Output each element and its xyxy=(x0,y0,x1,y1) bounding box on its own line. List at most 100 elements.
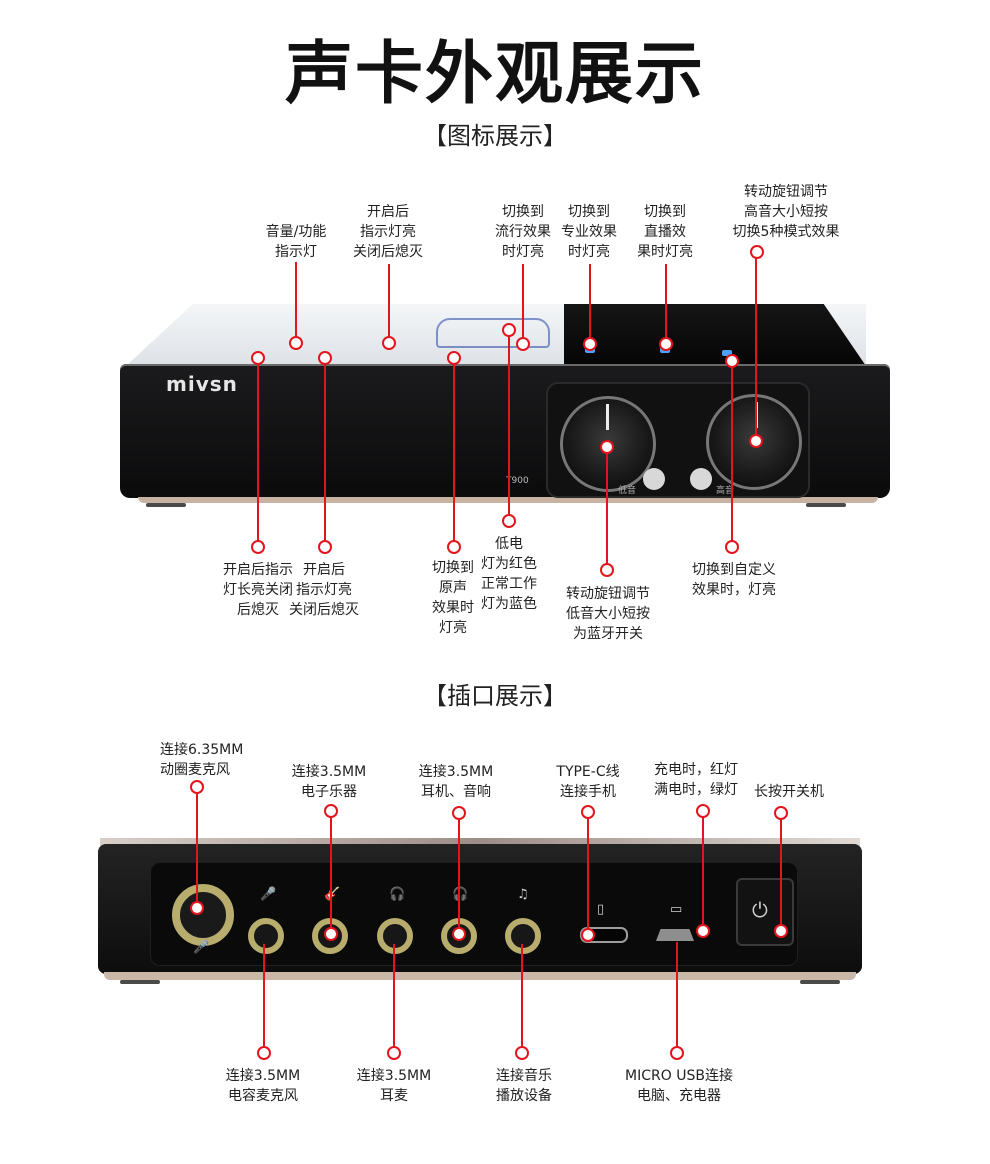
device-foot xyxy=(806,503,846,507)
callout-treble-knob: 转动旋钮调节高音大小短按切换5种模式效果 xyxy=(732,184,840,240)
callout-dot xyxy=(452,927,466,941)
jack-6-35-mic[interactable] xyxy=(172,884,234,946)
brand-logo: mivsn xyxy=(166,372,238,396)
callout-live: 切换到直播效果时灯亮 xyxy=(637,204,693,260)
device-top-dark xyxy=(564,304,866,366)
callout-volume: 音量/功能指示灯 xyxy=(265,224,327,260)
callout-dot xyxy=(447,540,461,554)
leader-line xyxy=(324,363,326,541)
back-top-edge xyxy=(100,838,860,846)
leader-line xyxy=(295,262,297,338)
display-logo-icon xyxy=(436,318,550,348)
port-panel xyxy=(150,862,798,966)
callout-microusb: MICRO USB连接电脑、充电器 xyxy=(625,1068,733,1104)
model-label: T900 xyxy=(506,476,529,486)
leader-line xyxy=(702,816,704,928)
callout-dot xyxy=(516,337,530,351)
headset-icon: 🎧 xyxy=(452,887,469,902)
callout-dot xyxy=(725,540,739,554)
leader-line xyxy=(508,335,510,515)
jack-music-in[interactable] xyxy=(505,918,541,954)
back-rim xyxy=(104,972,856,980)
leader-line xyxy=(521,944,523,1046)
leader-line xyxy=(458,818,460,930)
callout-dot xyxy=(257,1046,271,1060)
treble-button[interactable] xyxy=(690,468,712,490)
device-foot xyxy=(800,980,840,984)
jack-earmic[interactable] xyxy=(377,918,413,954)
mic-icon: 🎤 xyxy=(193,940,210,955)
callout-dot xyxy=(696,924,710,938)
callout-dot xyxy=(774,924,788,938)
callout-dot xyxy=(750,245,764,259)
leader-line xyxy=(731,366,733,542)
leader-line xyxy=(388,264,390,338)
callout-dot xyxy=(749,434,763,448)
mic-icon: 🎤 xyxy=(260,887,277,902)
callout-led1: 开启后指示灯长亮关闭后熄灭 xyxy=(223,562,293,618)
music-icon: ♫ xyxy=(517,887,529,902)
callout-power-led: 开启后指示灯亮关闭后熄灭 xyxy=(353,204,423,260)
leader-line xyxy=(453,363,455,541)
phone-icon: ▯ xyxy=(597,902,605,917)
micro-usb-port[interactable] xyxy=(656,929,694,941)
leader-line xyxy=(196,792,198,904)
power-icon: ⏻ xyxy=(752,898,768,922)
callout-dot xyxy=(502,514,516,528)
callout-dot xyxy=(251,540,265,554)
callout-pro: 切换到专业效果时灯亮 xyxy=(561,204,617,260)
headphone-icon: 🎧 xyxy=(389,887,406,902)
callout-dot xyxy=(387,1046,401,1060)
treble-label: 高音 xyxy=(716,486,735,496)
callout-dot xyxy=(324,927,338,941)
callout-dot xyxy=(670,1046,684,1060)
callout-dot xyxy=(583,337,597,351)
device-foot xyxy=(120,980,160,984)
leader-line xyxy=(587,817,589,931)
leader-line xyxy=(665,264,667,340)
callout-original: 切换到原声效果时灯亮 xyxy=(432,560,474,636)
callout-typec: TYPE-C线连接手机 xyxy=(556,764,620,800)
callout-battery: 低电灯为红色正常工作灯为蓝色 xyxy=(481,536,537,612)
jack-condenser-mic[interactable] xyxy=(248,918,284,954)
callout-dot xyxy=(318,540,332,554)
callout-dot xyxy=(190,901,204,915)
page-title: 声卡外观展示 xyxy=(284,35,705,114)
callout-music: 连接音乐播放设备 xyxy=(496,1068,552,1104)
guitar-icon: 🎸 xyxy=(324,887,341,902)
callout-custom: 切换到自定义效果时，灯亮 xyxy=(692,562,776,598)
callout-pop: 切换到流行效果时灯亮 xyxy=(495,204,551,260)
callout-power: 长按开关机 xyxy=(754,784,824,800)
leader-line xyxy=(522,264,524,340)
callout-charge: 充电时，红灯满电时，绿灯 xyxy=(654,762,738,798)
leader-line xyxy=(257,363,259,541)
callout-dot xyxy=(659,337,673,351)
section-title-ports: 【插口展示】 xyxy=(423,682,567,710)
section-title-icons: 【图标展示】 xyxy=(423,122,567,150)
callout-dot xyxy=(600,563,614,577)
device-foot xyxy=(146,503,186,507)
leader-line xyxy=(330,816,332,930)
callout-dot xyxy=(382,336,396,350)
led-custom xyxy=(722,350,732,356)
battery-icon: ▭ xyxy=(670,902,683,917)
leader-line xyxy=(393,944,395,1046)
leader-line xyxy=(676,942,678,1046)
bass-knob-marker xyxy=(606,404,609,430)
callout-dot xyxy=(289,336,303,350)
leader-line xyxy=(755,258,757,436)
bass-button[interactable] xyxy=(643,468,665,490)
leader-line xyxy=(589,264,591,340)
bass-label: 低音 xyxy=(618,486,637,496)
callout-dot xyxy=(581,928,595,942)
callout-dot xyxy=(515,1046,529,1060)
callout-led2: 开启后指示灯亮关闭后熄灭 xyxy=(289,562,359,618)
leader-line xyxy=(606,452,608,564)
leader-line xyxy=(263,944,265,1046)
callout-bass-knob: 转动旋钮调节低音大小短按为蓝牙开关 xyxy=(566,586,650,642)
